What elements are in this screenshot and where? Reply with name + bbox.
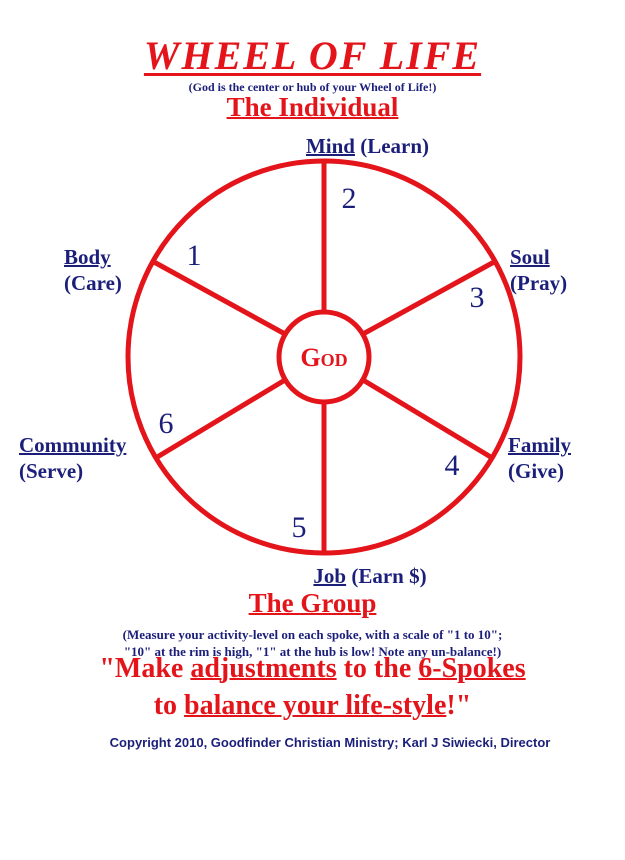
label-family: Family (Give)	[508, 433, 571, 483]
label-mind: Mind (Learn)	[305, 134, 430, 158]
hub-label: God	[300, 343, 347, 372]
slogan-line-2: to balance your life-style!"	[153, 690, 472, 721]
slogan: "Make adjustments to the 6-Spokes to bal…	[0, 650, 625, 724]
page-title: WHEEL OF LIFE	[143, 33, 482, 78]
spoke-number-6: 6	[159, 407, 174, 440]
label-soul: Soul (Pray)	[510, 245, 568, 295]
spoke-family	[361, 377, 496, 462]
instructions-line-2: "10" at the rim is high, "1" at the hub …	[123, 644, 502, 659]
heading-individual: The Individual	[226, 92, 399, 122]
spoke-community	[152, 377, 287, 462]
spoke-number-4: 4	[445, 449, 460, 482]
wheel-hub	[276, 309, 372, 405]
label-job: Job (Earn $)	[313, 564, 427, 588]
label-body: Body (Care)	[64, 245, 122, 295]
spoke-number-3: 3	[470, 281, 485, 314]
spoke-soul	[361, 259, 496, 337]
spoke-body	[152, 259, 287, 337]
label-community: Community (Serve)	[19, 433, 127, 483]
copyright: Copyright 2010, Goodfinder Christian Min…	[109, 735, 551, 750]
slogan-line-1: "Make adjustments to the 6-Spokes	[99, 653, 526, 684]
spoke-number-2: 2	[342, 182, 357, 215]
spoke-number-5: 5	[292, 511, 307, 544]
heading-group: The Group	[248, 588, 377, 618]
instructions-line-1: (Measure your activity-level on each spo…	[122, 627, 503, 642]
instructions: (Measure your activity-level on each spo…	[0, 626, 625, 660]
page-subtitle: (God is the center or hub of your Wheel …	[188, 80, 437, 94]
spoke-number-1: 1	[187, 239, 202, 272]
